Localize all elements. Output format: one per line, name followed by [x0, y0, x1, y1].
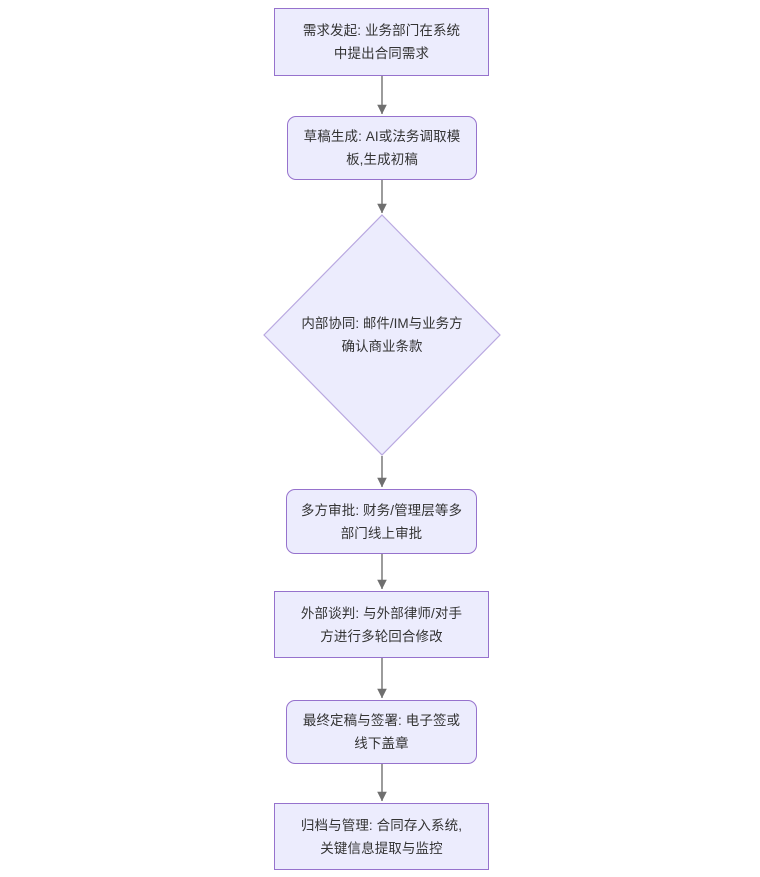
diamond-icon: [263, 214, 501, 456]
node-external-negotiation[interactable]: 外部谈判: 与外部律师/对手 方进行多轮回合修改: [274, 591, 489, 658]
node-label: 最终定稿与签署: 电子签或 线下盖章: [302, 713, 461, 751]
node-label: 外部谈判: 与外部律师/对手 方进行多轮回合修改: [300, 605, 463, 644]
node-multiparty-approval[interactable]: 多方审批: 财务/管理层等多 部门线上审批: [286, 489, 477, 554]
node-requirement-initiation[interactable]: 需求发起: 业务部门在系统 中提出合同需求: [274, 8, 489, 76]
node-final-draft-signing[interactable]: 最终定稿与签署: 电子签或 线下盖章: [286, 700, 477, 764]
node-internal-collaboration[interactable]: 内部协同: 邮件/IM与业务方 确认商业条款: [263, 214, 501, 456]
node-label-text: 内部协同: 邮件/IM与业务方 确认商业条款: [301, 316, 463, 354]
node-draft-generation[interactable]: 草稿生成: AI或法务调取模 板,生成初稿: [287, 116, 477, 180]
node-label: 归档与管理: 合同存入系统, 关键信息提取与监控: [300, 817, 463, 856]
node-label: 内部协同: 邮件/IM与业务方 确认商业条款: [263, 214, 501, 456]
diamond-polygon: [263, 214, 501, 456]
node-label: 草稿生成: AI或法务调取模 板,生成初稿: [303, 129, 461, 167]
node-label: 需求发起: 业务部门在系统 中提出合同需求: [302, 23, 461, 61]
node-label: 多方审批: 财务/管理层等多 部门线上审批: [300, 502, 463, 541]
node-archiving-management[interactable]: 归档与管理: 合同存入系统, 关键信息提取与监控: [274, 803, 489, 870]
